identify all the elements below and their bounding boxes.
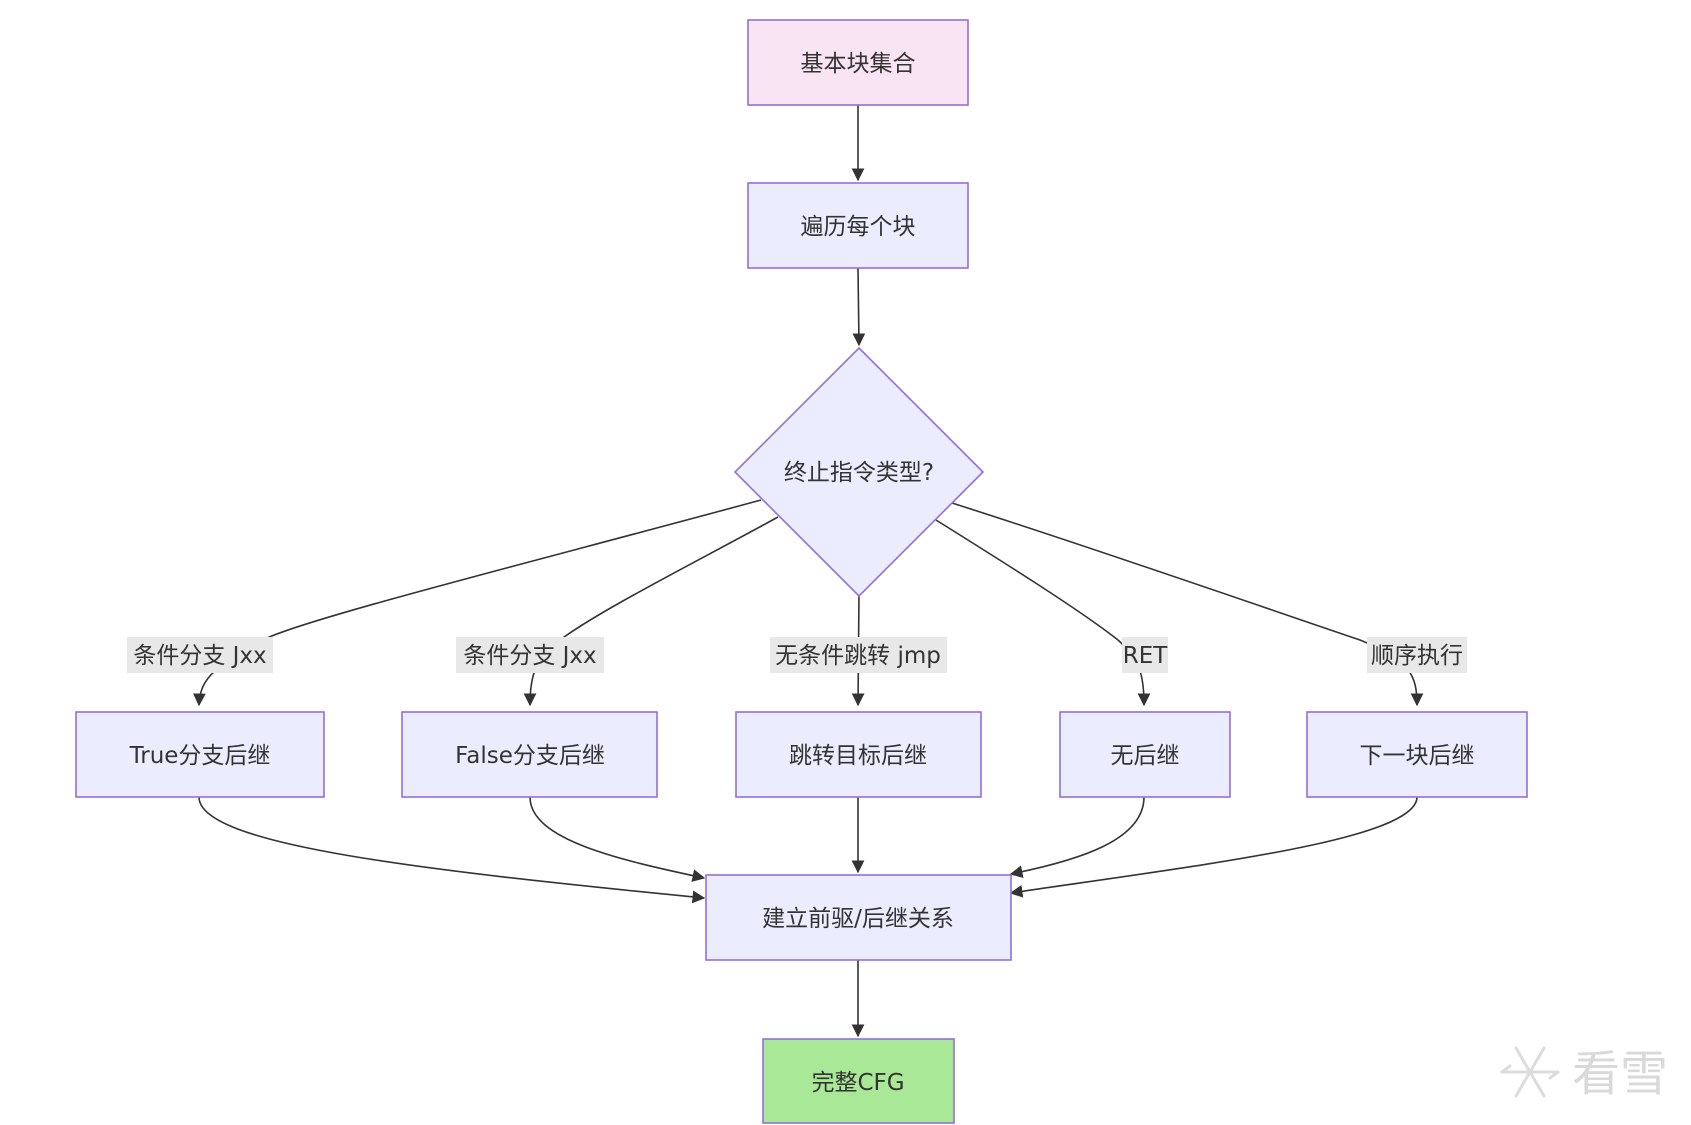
node-label: 建立前驱/后继关系 (762, 906, 954, 932)
node-jump-target[interactable]: 跳转目标后继 (735, 711, 982, 798)
node-label: 遍历每个块 (801, 214, 916, 240)
edge-label-seq: 顺序执行 (1367, 637, 1467, 673)
edge-label-bg (1367, 637, 1467, 673)
node-label: 跳转目标后继 (789, 743, 927, 769)
edge-label-cond-false: 条件分支 Jxx (456, 637, 604, 673)
edge-label-jmp: 无条件跳转 jmp (770, 637, 947, 673)
node-build-relations[interactable]: 建立前驱/后继关系 (705, 874, 1012, 961)
snowflake-icon (1500, 1046, 1560, 1098)
edge-label-text: 顺序执行 (1371, 643, 1463, 669)
edge-label-text: 条件分支 Jxx (133, 643, 266, 669)
node-true-succ[interactable]: True分支后继 (75, 711, 325, 798)
edge-label-bg (1122, 637, 1168, 673)
edges (192, 105, 1424, 1038)
node-false-succ[interactable]: False分支后继 (401, 711, 658, 798)
node-label: False分支后继 (455, 743, 605, 769)
edge-label-text: 无条件跳转 jmp (775, 643, 941, 669)
node-label: True分支后继 (129, 743, 271, 769)
edge-label-ret: RET (1122, 637, 1168, 673)
edge-iterate-to-decision (852, 267, 866, 347)
node-end[interactable]: 完整CFG (762, 1038, 955, 1124)
watermark-text: 看雪 (1572, 1046, 1668, 1102)
node-iterate[interactable]: 遍历每个块 (747, 182, 969, 269)
edge-decision-to-true-succ (192, 499, 762, 707)
node-label: 基本块集合 (801, 51, 916, 77)
edge-next-block-to-build (1009, 796, 1418, 898)
edge-false-succ-to-build (529, 796, 706, 882)
edge-label-text: RET (1123, 643, 1169, 669)
node-label: 下一块后继 (1360, 743, 1475, 769)
edge-decision-to-next-block (951, 502, 1424, 707)
node-label: 终止指令类型? (784, 460, 934, 486)
edge-true-succ-to-build (198, 796, 706, 904)
edge-no-succ-to-build (1009, 796, 1145, 878)
watermark: 看雪 (1500, 1046, 1668, 1102)
node-label: 无后继 (1111, 743, 1180, 769)
edge-label-bg (127, 637, 273, 673)
edge-label-cond-true: 条件分支 Jxx (127, 637, 273, 673)
node-start[interactable]: 基本块集合 (747, 19, 969, 106)
node-no-succ[interactable]: 无后继 (1059, 711, 1231, 798)
edge-decision-to-false-succ (523, 516, 779, 707)
edge-label-bg (456, 637, 604, 673)
node-decision[interactable]: 终止指令类型? (733, 346, 985, 598)
edge-decision-to-no-succ (935, 519, 1151, 707)
node-next-block[interactable]: 下一块后继 (1306, 711, 1528, 798)
edge-label-text: 条件分支 Jxx (463, 643, 596, 669)
node-label: 完整CFG (811, 1070, 904, 1096)
edge-label-bg (770, 637, 947, 673)
